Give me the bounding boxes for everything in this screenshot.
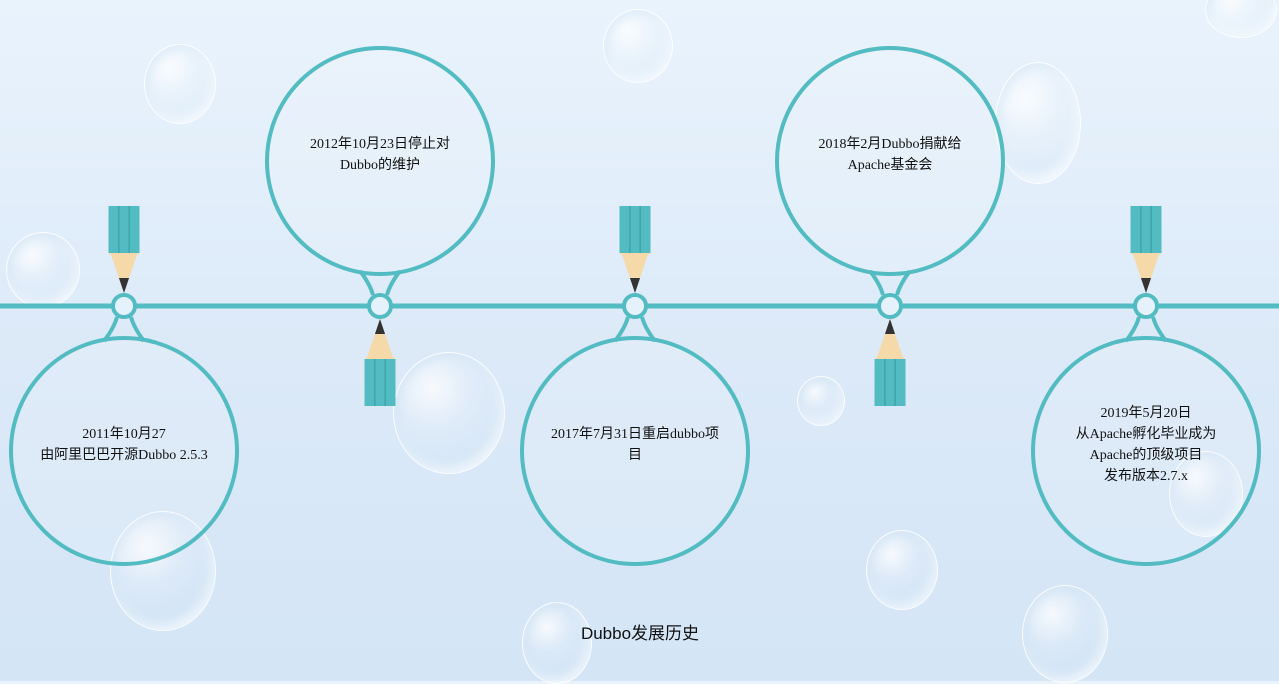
event-line: Dubbo的维护	[339, 158, 421, 173]
pencil-wood-edge	[108, 253, 140, 256]
pencil-body	[364, 359, 396, 406]
event-line: 2018年2月Dubbo捐献给	[818, 137, 962, 152]
event-bubble	[9, 336, 239, 566]
timeline-node	[1133, 293, 1159, 319]
pencil-wood-edge	[874, 356, 906, 359]
timeline-node	[111, 293, 137, 319]
pencil-body	[108, 206, 140, 253]
event-bubble	[520, 336, 750, 566]
event-text: 2018年2月Dubbo捐献给 Apache基金会	[785, 80, 995, 230]
bubble-decoration	[393, 352, 505, 474]
pencil-wood-edge	[619, 253, 651, 256]
event-text-inner: 2012年10月23日停止对 Dubbo的维护	[310, 134, 450, 176]
timeline-node	[367, 293, 393, 319]
timeline-node	[877, 293, 903, 319]
event-line: 2011年10月27	[82, 427, 166, 442]
pencil-wood-edge	[364, 356, 396, 359]
pencil-lead	[1140, 278, 1152, 293]
bubble-decoration	[144, 44, 216, 124]
event-text: 2017年7月31日重启dubbo项目	[530, 370, 740, 520]
pencil-wood	[621, 253, 649, 293]
event-line: 由阿里巴巴开源Dubbo 2.5.3	[40, 448, 208, 463]
pencil-wood	[1132, 253, 1160, 293]
event-line: 从Apache孵化毕业成为	[1075, 427, 1217, 442]
pencil-body	[619, 206, 651, 253]
event-text-inner: 2018年2月Dubbo捐献给 Apache基金会	[818, 134, 961, 176]
bubble-decoration	[110, 511, 216, 631]
event-bubble	[1031, 336, 1261, 566]
pencil-lead	[118, 278, 130, 293]
event-line: 2019年5月20日	[1100, 406, 1192, 421]
event-text: 2011年10月27 由阿里巴巴开源Dubbo 2.5.3	[19, 370, 229, 520]
bubble-decoration	[995, 62, 1081, 184]
bubble-decoration	[603, 9, 673, 83]
pencil-wood	[110, 253, 138, 293]
diagram-title: Dubbo发展历史	[580, 624, 700, 643]
event-bubble	[775, 46, 1005, 276]
pencil-body	[1130, 206, 1162, 253]
event-line: Apache基金会	[847, 158, 933, 173]
event-line: 发布版本2.7.x	[1103, 469, 1188, 484]
event-text-inner: 2019年5月20日从Apache孵化毕业成为 Apache的顶级项目发布版本2.…	[1076, 403, 1217, 487]
pencil-body	[874, 359, 906, 406]
event-line: 目	[628, 448, 642, 463]
bubble-decoration	[522, 602, 592, 684]
pencil-wood	[366, 319, 394, 359]
pencil-wood	[876, 319, 904, 359]
event-text: 2019年5月20日从Apache孵化毕业成为 Apache的顶级项目发布版本2.…	[1041, 370, 1251, 520]
timeline-node	[622, 293, 648, 319]
event-bubble	[265, 46, 495, 276]
event-line: Apache的顶级项目	[1089, 448, 1203, 463]
bubble-decoration	[866, 530, 938, 610]
event-text-inner: 2011年10月27 由阿里巴巴开源Dubbo 2.5.3	[40, 424, 208, 466]
event-text: 2012年10月23日停止对 Dubbo的维护	[275, 80, 485, 230]
bubble-decoration	[797, 376, 845, 426]
pencil-wood-edge	[1130, 253, 1162, 256]
event-line: 2017年7月31日重启dubbo项	[551, 427, 719, 442]
bubble-decoration	[6, 232, 80, 308]
event-line: 2012年10月23日停止对	[310, 137, 450, 152]
pencil-lead	[374, 319, 386, 334]
bubble-decoration	[1169, 451, 1243, 537]
pencil-lead	[884, 319, 896, 334]
pencil-lead	[629, 278, 641, 293]
event-text-inner: 2017年7月31日重启dubbo项目	[551, 424, 719, 466]
